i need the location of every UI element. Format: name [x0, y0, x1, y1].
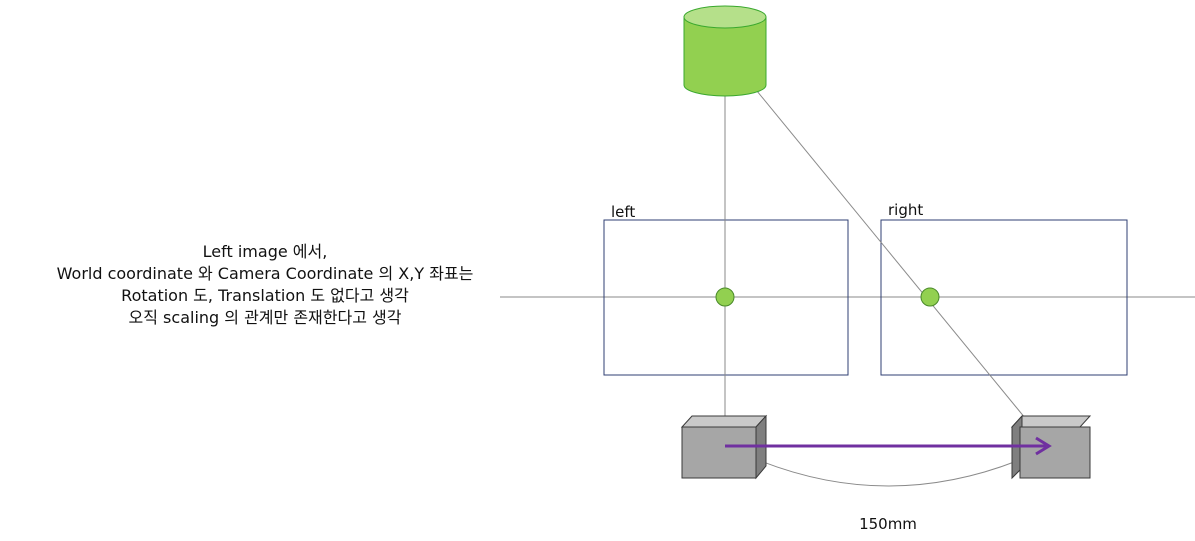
cylinder-top [683, 5, 767, 29]
left-image-frame [603, 219, 849, 376]
explanation-note: Left image 에서, World coordinate 와 Camera… [57, 242, 474, 327]
right-camera-ray [724, 51, 1049, 447]
note-line-4: 오직 scaling 의 관계만 존재한다고 생각 [129, 308, 402, 327]
right-image-frame [880, 219, 1128, 376]
note-line-2: World coordinate 와 Camera Coordinate 의 X… [57, 264, 474, 283]
right-camera-top [1010, 415, 1092, 428]
baseline-distance-label: 150mm [859, 515, 917, 533]
right-image-point [920, 287, 940, 307]
left-camera-top [680, 415, 768, 428]
baseline-arc [728, 446, 1050, 487]
right-image-label: right [888, 201, 923, 219]
baseline-arrow [725, 436, 1052, 456]
note-line-3: Rotation 도, Translation 도 없다고 생각 [121, 286, 409, 305]
left-image-label: left [611, 203, 635, 221]
cylinder-body [683, 16, 767, 97]
note-line-1: Left image 에서, [203, 242, 328, 261]
left-camera-front [681, 426, 757, 479]
left-image-point [715, 287, 735, 307]
cylinder-object [683, 5, 767, 97]
left-camera [680, 414, 768, 480]
right-camera [1010, 414, 1092, 480]
right-camera-front [1019, 426, 1091, 479]
baseline-arrow-head [1035, 436, 1052, 456]
